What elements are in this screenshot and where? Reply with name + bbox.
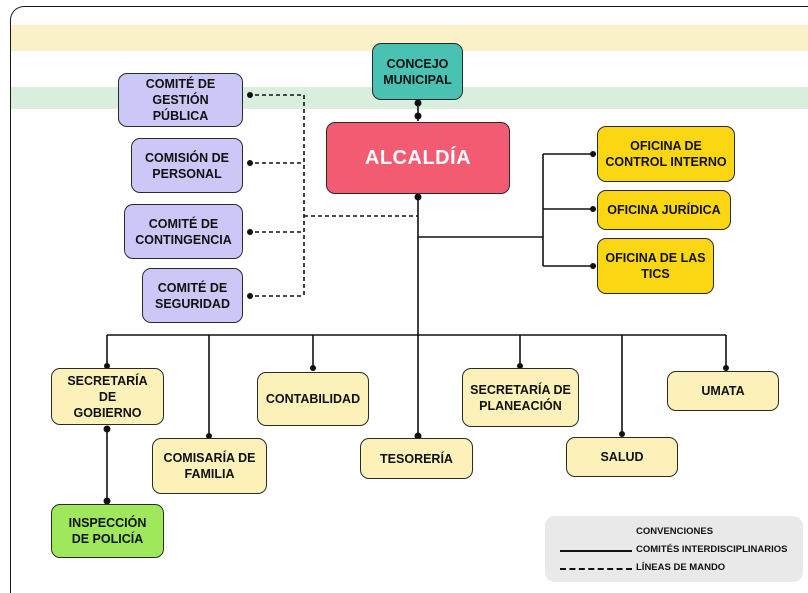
legend-solid-label: COMITÉS INTERDISCIPLINARIOS: [636, 544, 788, 555]
umata-node: UMATA: [667, 371, 779, 411]
oficina-juridica-node: OFICINA JURÍDICA: [597, 190, 731, 230]
alcaldia-node: ALCALDÍA: [326, 122, 510, 194]
legend: CONVENCIONES COMITÉS INTERDISCIPLINARIOS…: [545, 516, 803, 582]
inspeccion-policia-node: INSPECCIÓN DE POLICÍA: [51, 504, 164, 558]
legend-title: CONVENCIONES: [636, 526, 714, 537]
secretaria-gobierno-node: SECRETARÍA DE GOBIERNO: [51, 368, 164, 425]
tesoreria-node: TESORERÍA: [360, 438, 473, 479]
comisaria-familia-node: COMISARÍA DE FAMILIA: [152, 438, 267, 494]
salud-node: SALUD: [566, 437, 678, 477]
concejo-municipal-node: CONCEJO MUNICIPAL: [372, 43, 463, 100]
oficina-control-interno-node: OFICINA DE CONTROL INTERNO: [597, 126, 735, 182]
comision-personal-node: COMISIÓN DE PERSONAL: [131, 138, 243, 193]
comite-seguridad-node: COMITÉ DE SEGURIDAD: [142, 268, 243, 323]
legend-solid-line: [560, 550, 632, 552]
legend-dashed-line: [560, 568, 632, 570]
contabilidad-node: CONTABILIDAD: [257, 372, 369, 426]
oficina-tics-node: OFICINA DE LAS TICS: [597, 238, 714, 294]
secretaria-planeacion-node: SECRETARÍA DE PLANEACIÓN: [462, 368, 579, 427]
legend-dashed-label: LÍNEAS DE MANDO: [636, 562, 726, 573]
comite-gestion-publica-node: COMITÉ DE GESTIÓN PÚBLICA: [118, 73, 243, 127]
comite-contingencia-node: COMITÉ DE CONTINGENCIA: [124, 204, 243, 259]
